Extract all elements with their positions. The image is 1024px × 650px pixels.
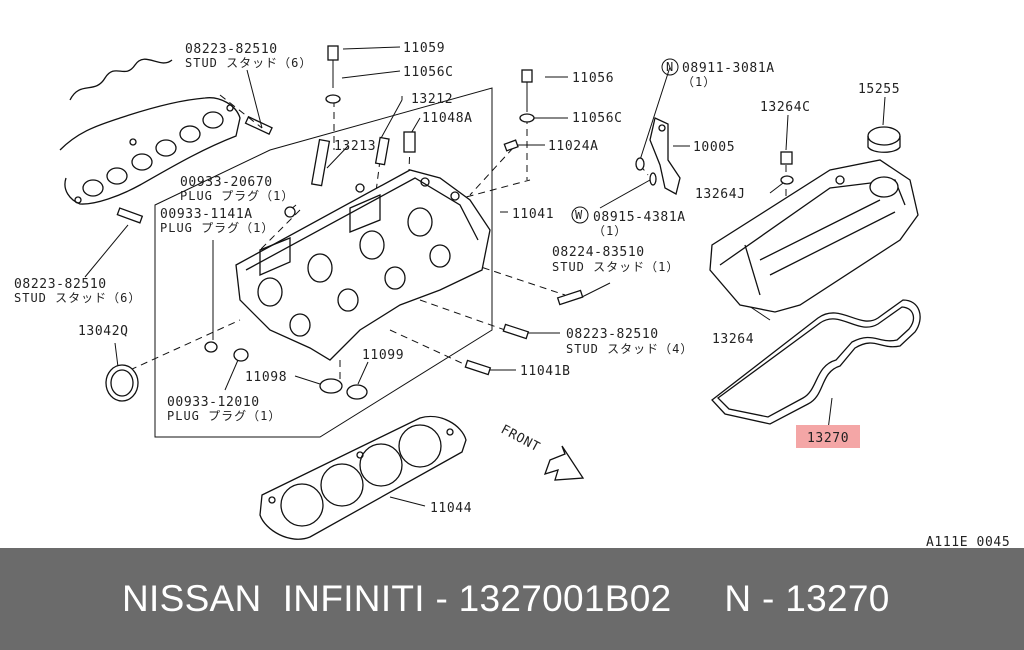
part-code-13213: 13213 [334,139,376,154]
diagram-code: A111E 0045 [926,535,1010,548]
parts-diagram: FRONT 08223-82510 STUD スタッド（6） 11059 110… [14,41,1010,548]
rocker-cover-gasket-drawing [711,299,921,425]
cylinder-head-group-box [154,87,493,438]
part-code-13264: 13264 [712,332,754,347]
part-code-11048a: 11048A [422,111,473,126]
part-labels: 08223-82510 STUD スタッド（6） 11059 11056C 13… [14,41,1010,548]
part-desc-00933-12010: PLUG プラグ（1） [167,409,281,423]
part-code-08223-82510-top: 08223-82510 [185,42,278,57]
cylinder-head-drawing [235,169,491,361]
part-desc-08223-82510-top: STUD スタッド（6） [185,56,312,70]
bolts-drawing [105,45,416,402]
part-code-11041: 11041 [512,207,554,222]
part-code-08223-82510-left: 08223-82510 [14,277,107,292]
part-prefix-w: W [575,208,583,222]
part-code-11041b: 11041B [520,364,571,379]
part-code-11056c-top: 11056C [403,65,454,80]
part-desc-00933-1141a: PLUG プラグ（1） [160,221,274,235]
part-code-13264j: 13264J [695,187,746,202]
bracket-10005-drawing [635,117,681,195]
part-code-11056c-right: 11056C [572,111,623,126]
part-desc-08911-3081a: （1） [682,75,716,89]
rocker-cover-drawing [709,126,919,313]
part-code-11024a: 11024A [548,139,599,154]
part-code-11044: 11044 [430,501,472,516]
part-desc-00933-20670: PLUG プラグ（1） [180,189,294,203]
part-code-15255: 15255 [858,82,900,97]
front-label: FRONT [498,422,542,455]
part-code-00933-12010: 00933-12010 [167,395,260,410]
right-bolts-drawing [464,69,584,376]
part-desc-08915-4381a: （1） [593,224,627,238]
front-arrow: FRONT [498,422,585,481]
part-code-11099: 11099 [362,348,404,363]
part-code-11098: 11098 [245,370,287,385]
head-gasket-drawing [259,415,467,540]
part-number-footer: NISSAN INFINITI - 1327001B02 N - 13270 [0,548,1024,650]
part-desc-08224-83510: STUD スタッド（1） [552,260,679,274]
circle-prefix-n [661,58,679,76]
part-code-08223-82510-mid: 08223-82510 [566,327,659,342]
part-desc-08223-82510-left: STUD スタッド（6） [14,291,141,305]
highlight-13270 [796,425,860,448]
circle-prefix-w [571,206,589,224]
intake-manifold-drawing [59,58,273,224]
part-code-08915-4381a: 08915-4381A [593,210,686,225]
part-code-11059: 11059 [403,41,445,56]
footer-text: NISSAN INFINITI - 1327001B02 N - 13270 [122,578,890,619]
part-code-00933-20670: 00933-20670 [180,175,273,190]
part-code-13264c: 13264C [760,100,811,115]
part-code-08224-83510: 08224-83510 [552,245,645,260]
part-code-11056: 11056 [572,71,614,86]
part-code-13212: 13212 [411,92,453,107]
part-prefix-n: N [666,60,674,74]
part-code-13042q: 13042Q [78,324,129,339]
part-desc-08223-82510-mid: STUD スタッド（4） [566,342,693,356]
part-code-08911-3081a: 08911-3081A [682,61,775,76]
part-code-00933-1141a: 00933-1141A [160,207,253,222]
part-code-13270: 13270 [807,431,849,446]
part-code-10005: 10005 [693,140,735,155]
